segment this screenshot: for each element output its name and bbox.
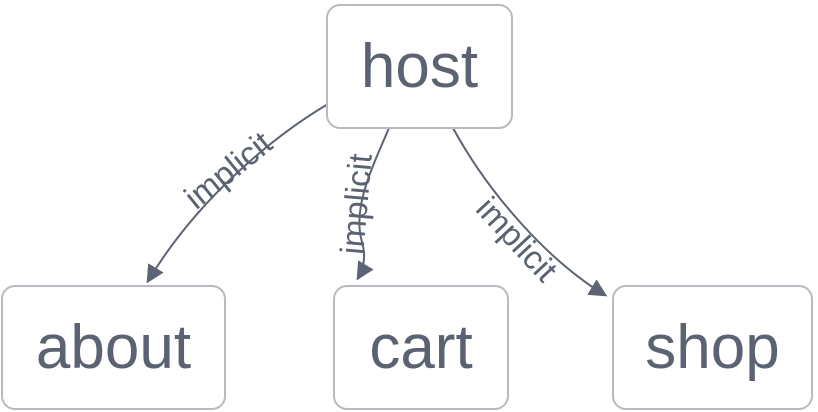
node-shop-box xyxy=(612,285,813,410)
node-cart-label: cart xyxy=(369,313,472,382)
node-host-box xyxy=(326,4,513,129)
edge-line-host-shop xyxy=(452,127,608,297)
edge-host-cart: implicit xyxy=(333,127,390,281)
edge-label-host-cart: implicit xyxy=(333,152,379,256)
edge-label-host-shop: implicit xyxy=(469,190,565,289)
node-shop-label: shop xyxy=(645,313,779,382)
node-host: host xyxy=(326,4,513,129)
edge-host-shop: implicit xyxy=(452,127,608,297)
edge-label-host-about: implicit xyxy=(177,124,279,216)
node-host-label: host xyxy=(361,32,478,101)
edge-line-host-about xyxy=(146,103,329,284)
node-cart: cart xyxy=(333,285,509,410)
node-shop: shop xyxy=(612,285,813,410)
node-cart-box xyxy=(333,285,509,410)
node-about-box xyxy=(1,285,226,410)
node-about-label: about xyxy=(36,313,191,382)
edge-host-about: implicit xyxy=(146,103,329,284)
node-about: about xyxy=(1,285,226,410)
edge-line-host-cart xyxy=(356,127,390,281)
